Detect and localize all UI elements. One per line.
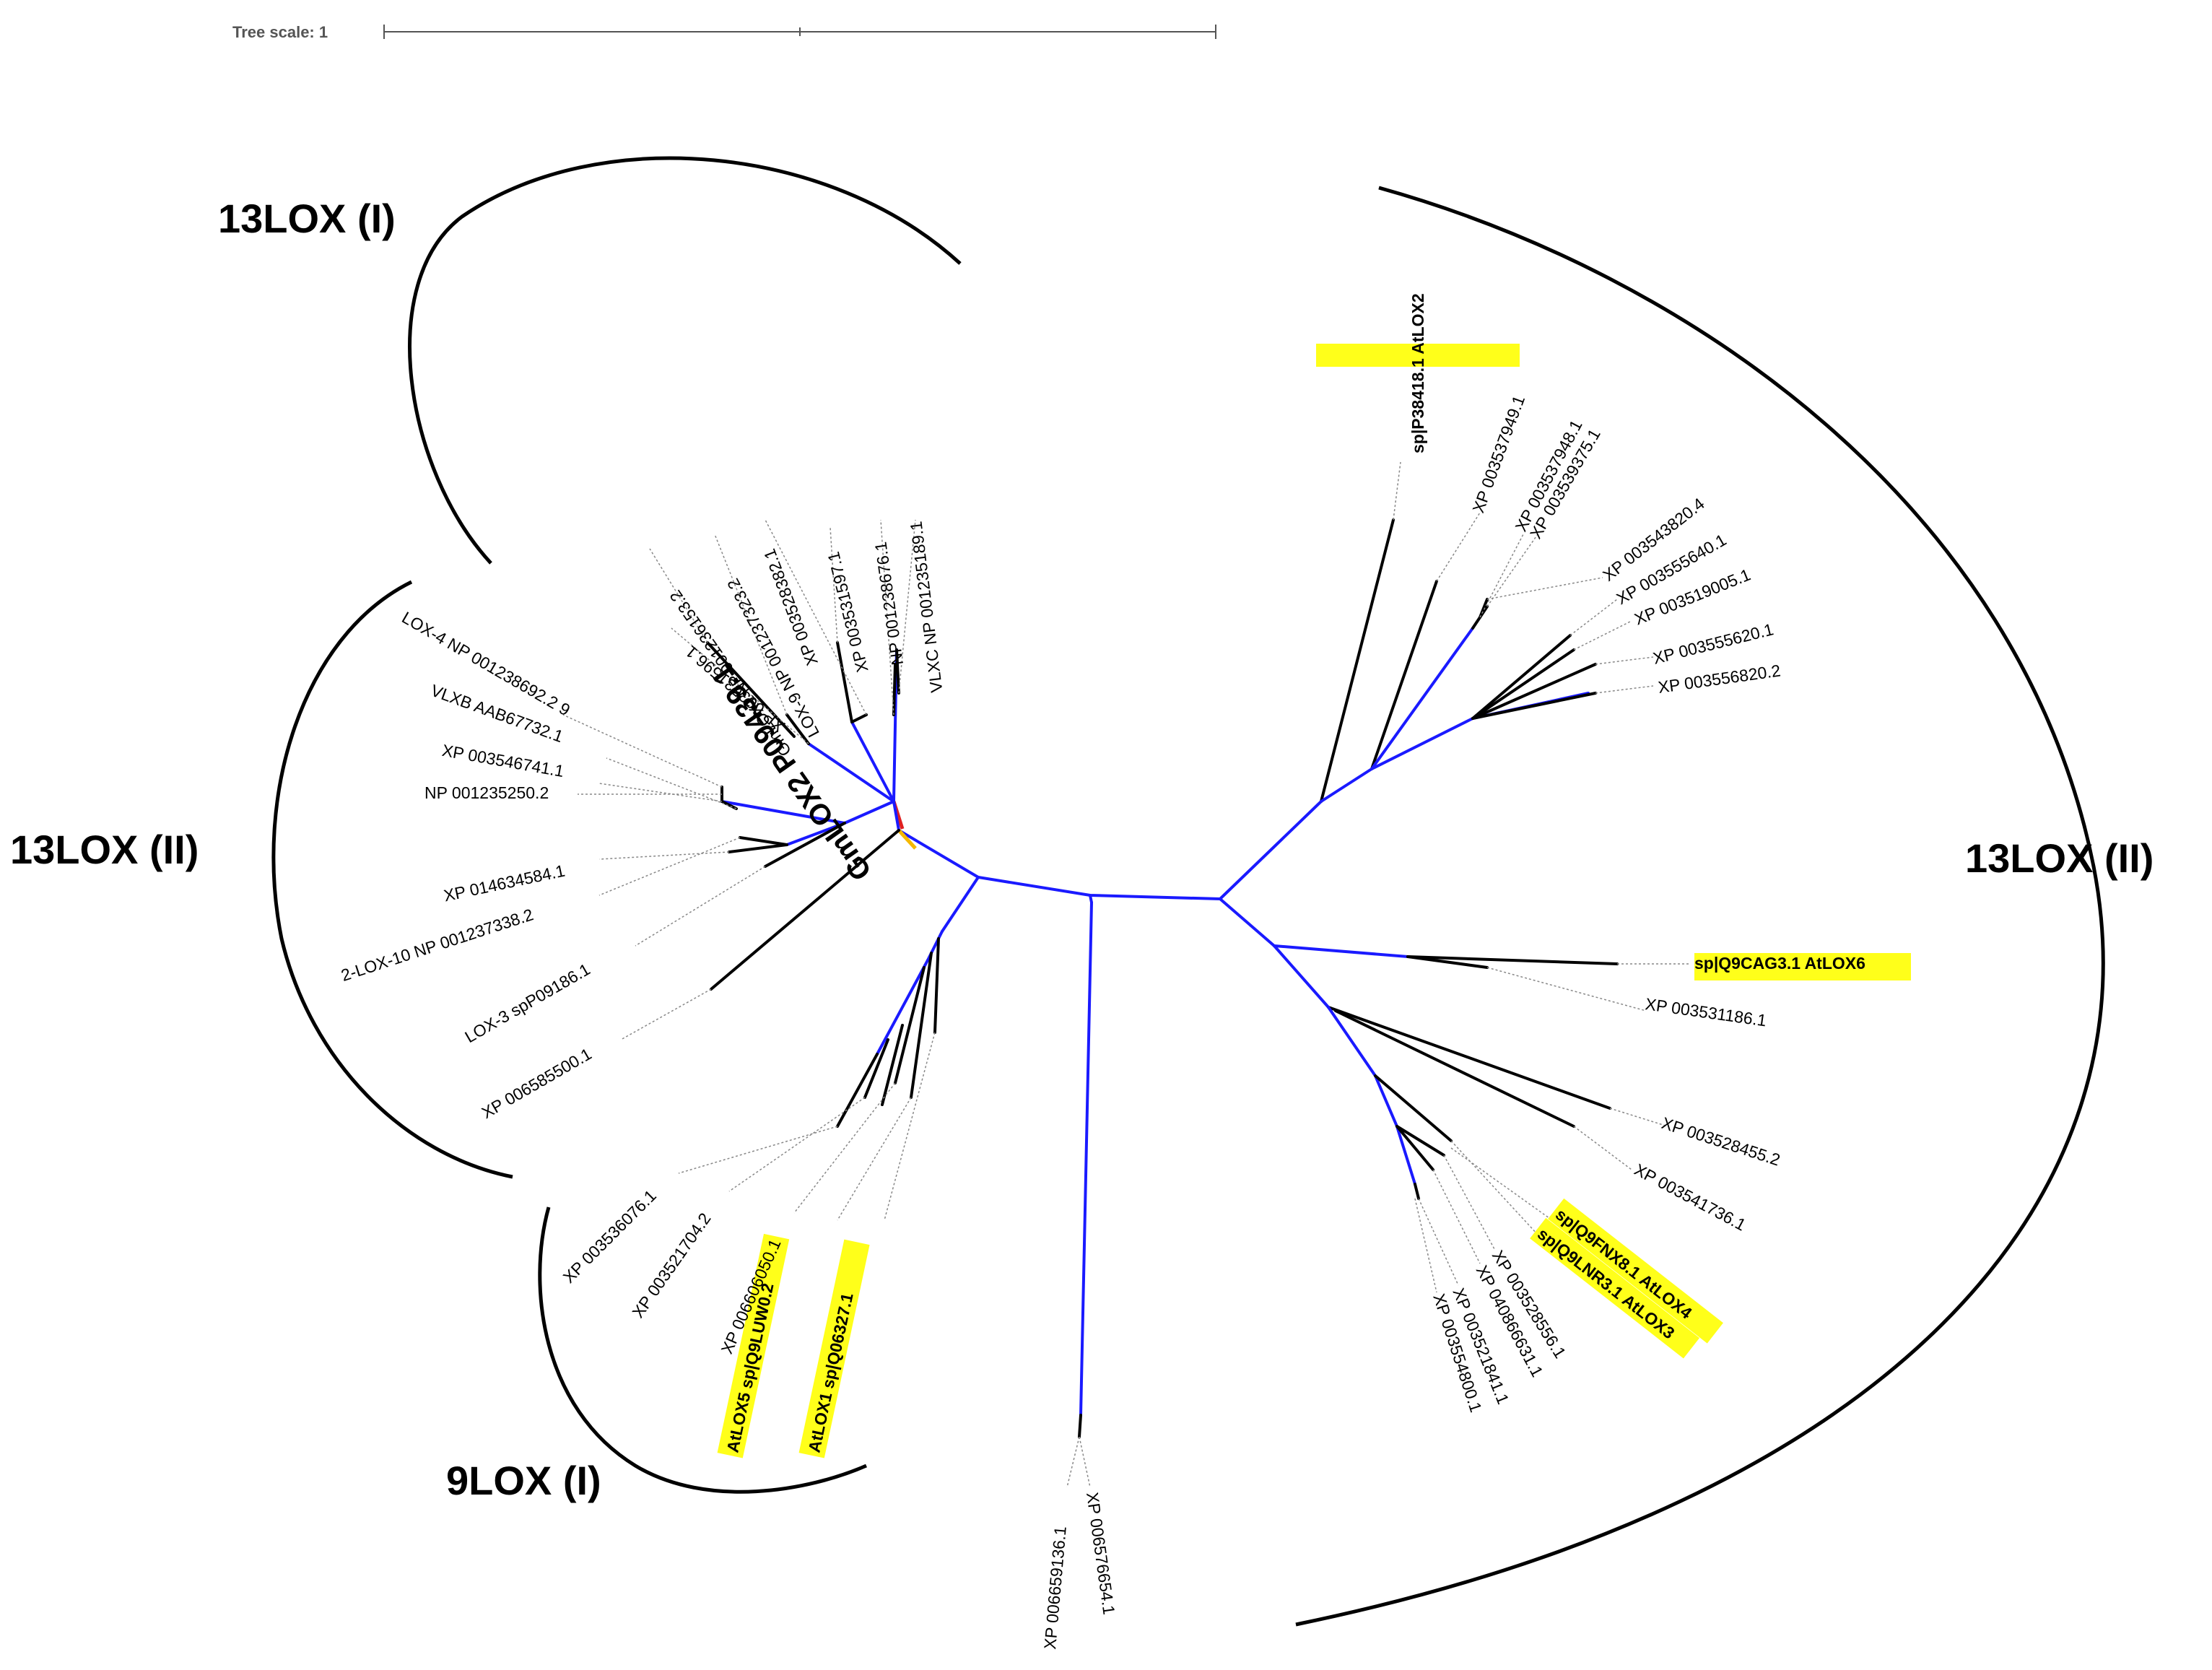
- branch-backbone: [897, 829, 1222, 900]
- leaf-label: NP 001238676.1: [871, 541, 907, 666]
- leaf-label: XP 003537949.1: [1468, 393, 1528, 516]
- clade-arc-13lox-ii-left: [271, 580, 513, 1179]
- leaf-label: XP 003521704.2: [628, 1209, 714, 1321]
- clade-label-13lox-i: 13LOX (I): [218, 196, 396, 241]
- leaf-label: XP 006659136.1: [1040, 1526, 1070, 1651]
- leaf-label-highlighted: sp|P38418.1 AtLOX2: [1408, 293, 1427, 453]
- leaf-label: XP 003556820.2: [1657, 661, 1782, 697]
- leaf-label: XP 003528455.2: [1659, 1113, 1782, 1170]
- leaf-label-highlighted: sp|Q9CAG3.1 AtLOX6: [1694, 954, 1865, 973]
- clade-arc-9lox-i: [538, 1206, 868, 1494]
- clade-arcs: [271, 156, 2105, 1627]
- leaf-label: XP 003555620.1: [1651, 619, 1775, 668]
- highlight-box-atlox1: [798, 1239, 870, 1458]
- clade-label-13lox-ii-left: 13LOX (II): [10, 827, 199, 872]
- leaf-label: VLXC NP 001235189.1: [907, 521, 946, 694]
- leaf-label: XP 003536076.1: [559, 1186, 660, 1287]
- leaf-labels: VLXC NP 001235189.1 NP 001238676.1 XP 00…: [339, 293, 1865, 1650]
- highlight-box-atlox6: [1694, 953, 1911, 980]
- leaf-label: XP 003541736.1: [1632, 1160, 1749, 1234]
- tree-scale: Tree scale: 1: [232, 23, 1216, 41]
- leaf-label: XP 003531597.1: [824, 550, 872, 674]
- leaf-label: LOX-3 spP09186.1: [461, 960, 593, 1046]
- branch-bottom: [1079, 901, 1093, 1417]
- highlight-box-atlox2: [1316, 344, 1520, 367]
- leaf-label: NP 001235250.2: [424, 783, 549, 802]
- leader-lines: [562, 461, 1689, 1488]
- highlight-boxes: [717, 344, 1911, 1458]
- leaf-label: XP 006576654.1: [1083, 1491, 1119, 1616]
- clade-arc-13lox-ii-right: [1295, 186, 2105, 1627]
- clade-arc-13lox-i: [408, 156, 962, 565]
- leaf-label: XP 003546741.1: [440, 741, 565, 780]
- clade-label-9lox-i: 9LOX (I): [446, 1458, 601, 1503]
- leaf-label: XP 006585500.1: [479, 1044, 595, 1122]
- tree-scale-label: Tree scale: 1: [232, 23, 328, 41]
- leaf-label: XP 003531186.1: [1644, 994, 1767, 1030]
- highlight-box-atlox3: [1530, 1217, 1700, 1359]
- root-orange-segment: [897, 829, 917, 850]
- tree-branches: [706, 518, 1619, 1438]
- leaf-label: 2-LOX-10 NP 001237338.2: [339, 905, 536, 985]
- clade-label-13lox-ii-right: 13LOX (II): [1965, 835, 2154, 881]
- highlight-box-atlox4: [1548, 1198, 1723, 1344]
- highlight-box-atlox5: [717, 1233, 790, 1458]
- leaf-label: XP 014634584.1: [442, 861, 567, 905]
